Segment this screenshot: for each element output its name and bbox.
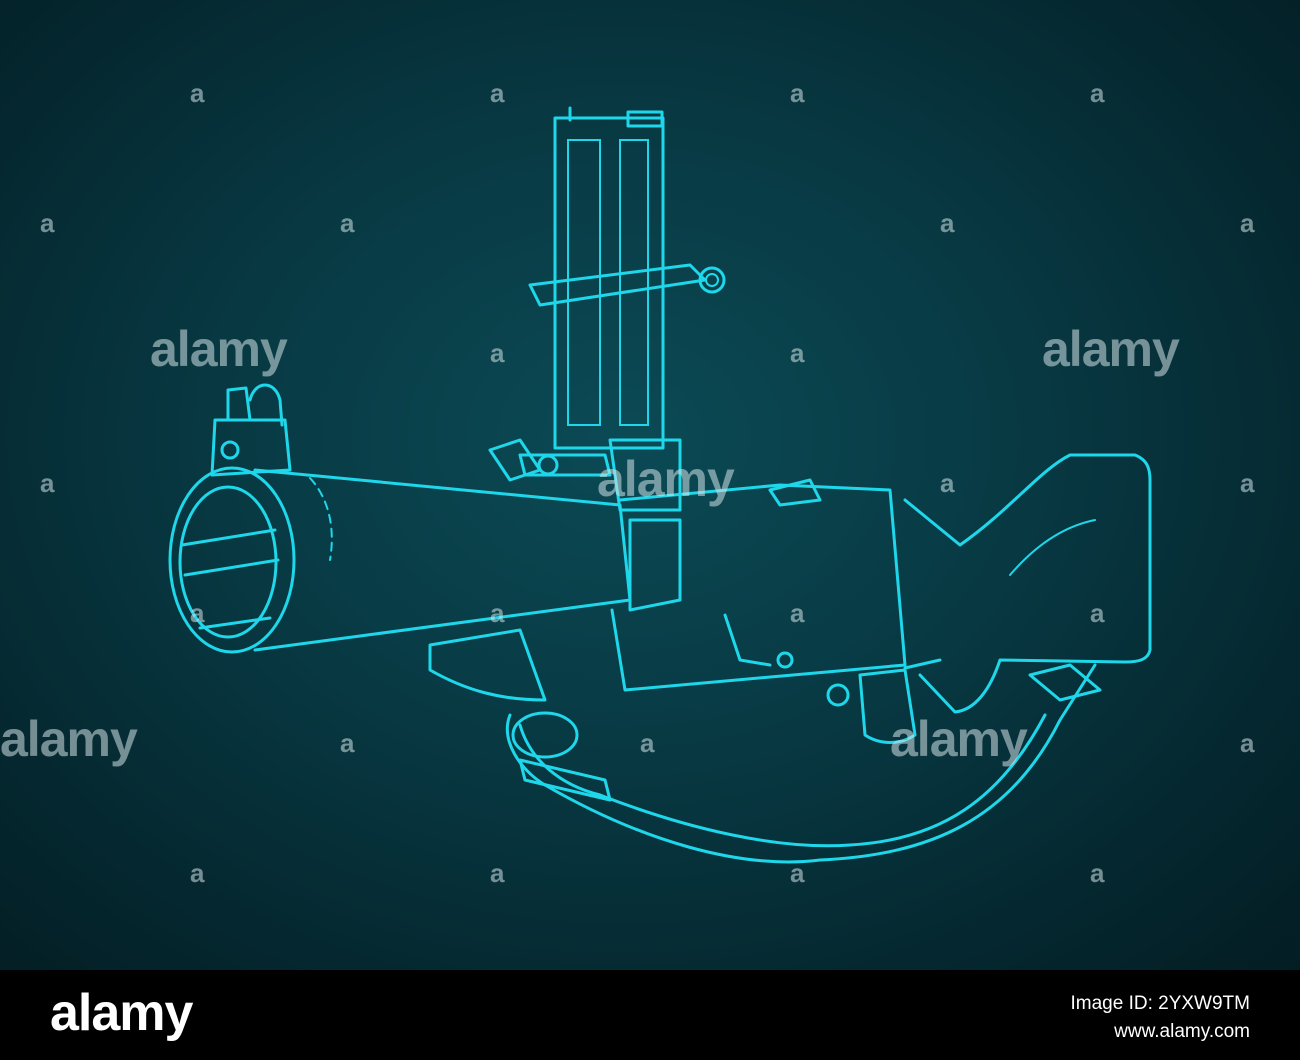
receiver bbox=[610, 478, 907, 692]
watermark-center: alamy bbox=[597, 451, 735, 507]
watermark-mark: a bbox=[1090, 598, 1105, 628]
fore-grip bbox=[428, 628, 547, 702]
watermark-mark: a bbox=[1240, 468, 1255, 498]
front-sight bbox=[210, 383, 292, 477]
watermark-mark: a bbox=[190, 858, 205, 888]
watermark-mark: a bbox=[790, 858, 805, 888]
watermark-center-right: alamy bbox=[1042, 321, 1180, 377]
watermark-mark: a bbox=[40, 208, 55, 238]
watermark-mark: a bbox=[790, 338, 805, 368]
watermark-mark: a bbox=[1090, 78, 1105, 108]
footer-brand-logo: alamy bbox=[50, 984, 193, 1042]
watermark-mark: a bbox=[190, 598, 205, 628]
ladder-sight bbox=[528, 106, 726, 450]
image-id-label: Image ID: 2YXW9TM bbox=[1070, 993, 1251, 1014]
watermark-mark: a bbox=[790, 598, 805, 628]
sight-mount bbox=[488, 438, 682, 612]
watermark-center-left: alamy bbox=[150, 321, 288, 377]
grenade-launcher-blueprint-drawing bbox=[168, 106, 1152, 864]
stock bbox=[903, 453, 1152, 714]
watermark-mark: a bbox=[490, 858, 505, 888]
footer-meta: Image ID: 2YXW9TM www.alamy.com bbox=[1071, 990, 1251, 1046]
watermark-mark: a bbox=[1240, 728, 1255, 758]
watermark-bottom-center: alamy bbox=[890, 711, 1028, 767]
watermark-mark: a bbox=[40, 468, 55, 498]
trigger-assembly bbox=[826, 658, 942, 744]
watermark-mark: a bbox=[340, 208, 355, 238]
watermark-bottom-left: alamy bbox=[0, 711, 138, 767]
watermark-mark: a bbox=[640, 728, 655, 758]
watermark-mark: a bbox=[490, 78, 505, 108]
sling bbox=[505, 663, 1102, 864]
barrel bbox=[168, 466, 632, 654]
watermark-mark: a bbox=[790, 78, 805, 108]
watermark-mark: a bbox=[190, 78, 205, 108]
watermark-mark: a bbox=[1240, 208, 1255, 238]
site-url-label: www.alamy.com bbox=[1114, 1021, 1250, 1042]
watermark-mark: a bbox=[490, 338, 505, 368]
watermark-mark: a bbox=[940, 468, 955, 498]
watermark-mark: a bbox=[490, 598, 505, 628]
footer-bar bbox=[0, 970, 1300, 1060]
image-canvas: alamy alamy alamy alamy alamy a a a a a … bbox=[0, 0, 1300, 970]
watermark-mark: a bbox=[1090, 858, 1105, 888]
watermark-mark: a bbox=[340, 728, 355, 758]
watermark-mark: a bbox=[940, 208, 955, 238]
